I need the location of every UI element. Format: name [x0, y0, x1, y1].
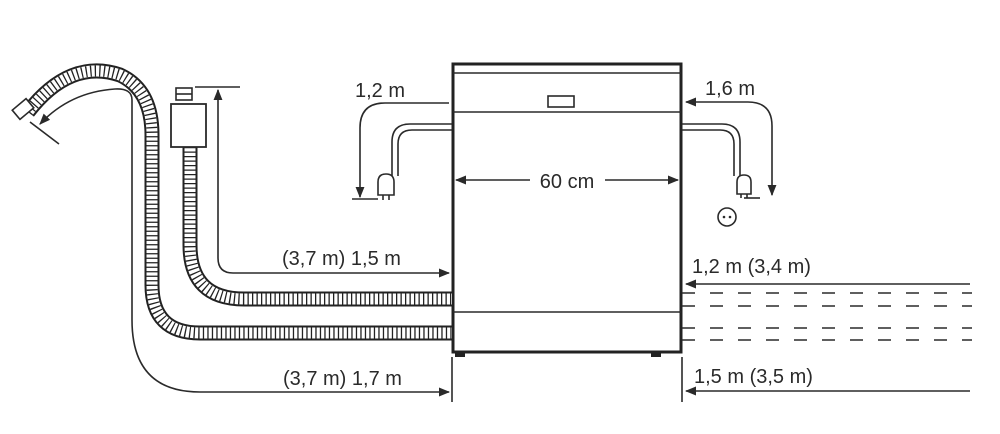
dishwasher: [451, 62, 683, 357]
inlet-hose-right-label: 1,2 m (3,4 m): [692, 256, 811, 278]
drain-hose-right-label: 1,5 m (3,5 m): [694, 366, 813, 388]
width-label: 60 cm: [540, 171, 594, 193]
inlet-hose-left: (3,7 m) 1,5 m: [170, 86, 452, 307]
power-cable-right: 1,6 m: [682, 78, 777, 227]
plug-icon: [377, 173, 395, 196]
drain-hose-end: [11, 97, 35, 121]
plug-icon: [736, 174, 752, 195]
foot-left: [455, 352, 465, 357]
socket-icon: [717, 207, 737, 227]
control-display: [547, 95, 575, 108]
width-dimension: 60 cm: [454, 171, 680, 193]
power-cable-right-label: 1,6 m: [705, 78, 755, 100]
power-cable-left-label: 1,2 m: [355, 80, 405, 102]
hoses-right: 1,2 m (3,4 m) 1,5 m (3,5 m): [682, 256, 972, 396]
drain-hose-left-label: (3,7 m) 1,7 m: [283, 368, 402, 390]
power-cable-left: 1,2 m: [352, 80, 452, 200]
inlet-hose-left-label: (3,7 m) 1,5 m: [282, 248, 401, 270]
drain-hose-left: (3,7 m) 1,7 m: [11, 63, 452, 397]
aquastop-valve: [170, 103, 207, 148]
foot-right: [651, 352, 661, 357]
